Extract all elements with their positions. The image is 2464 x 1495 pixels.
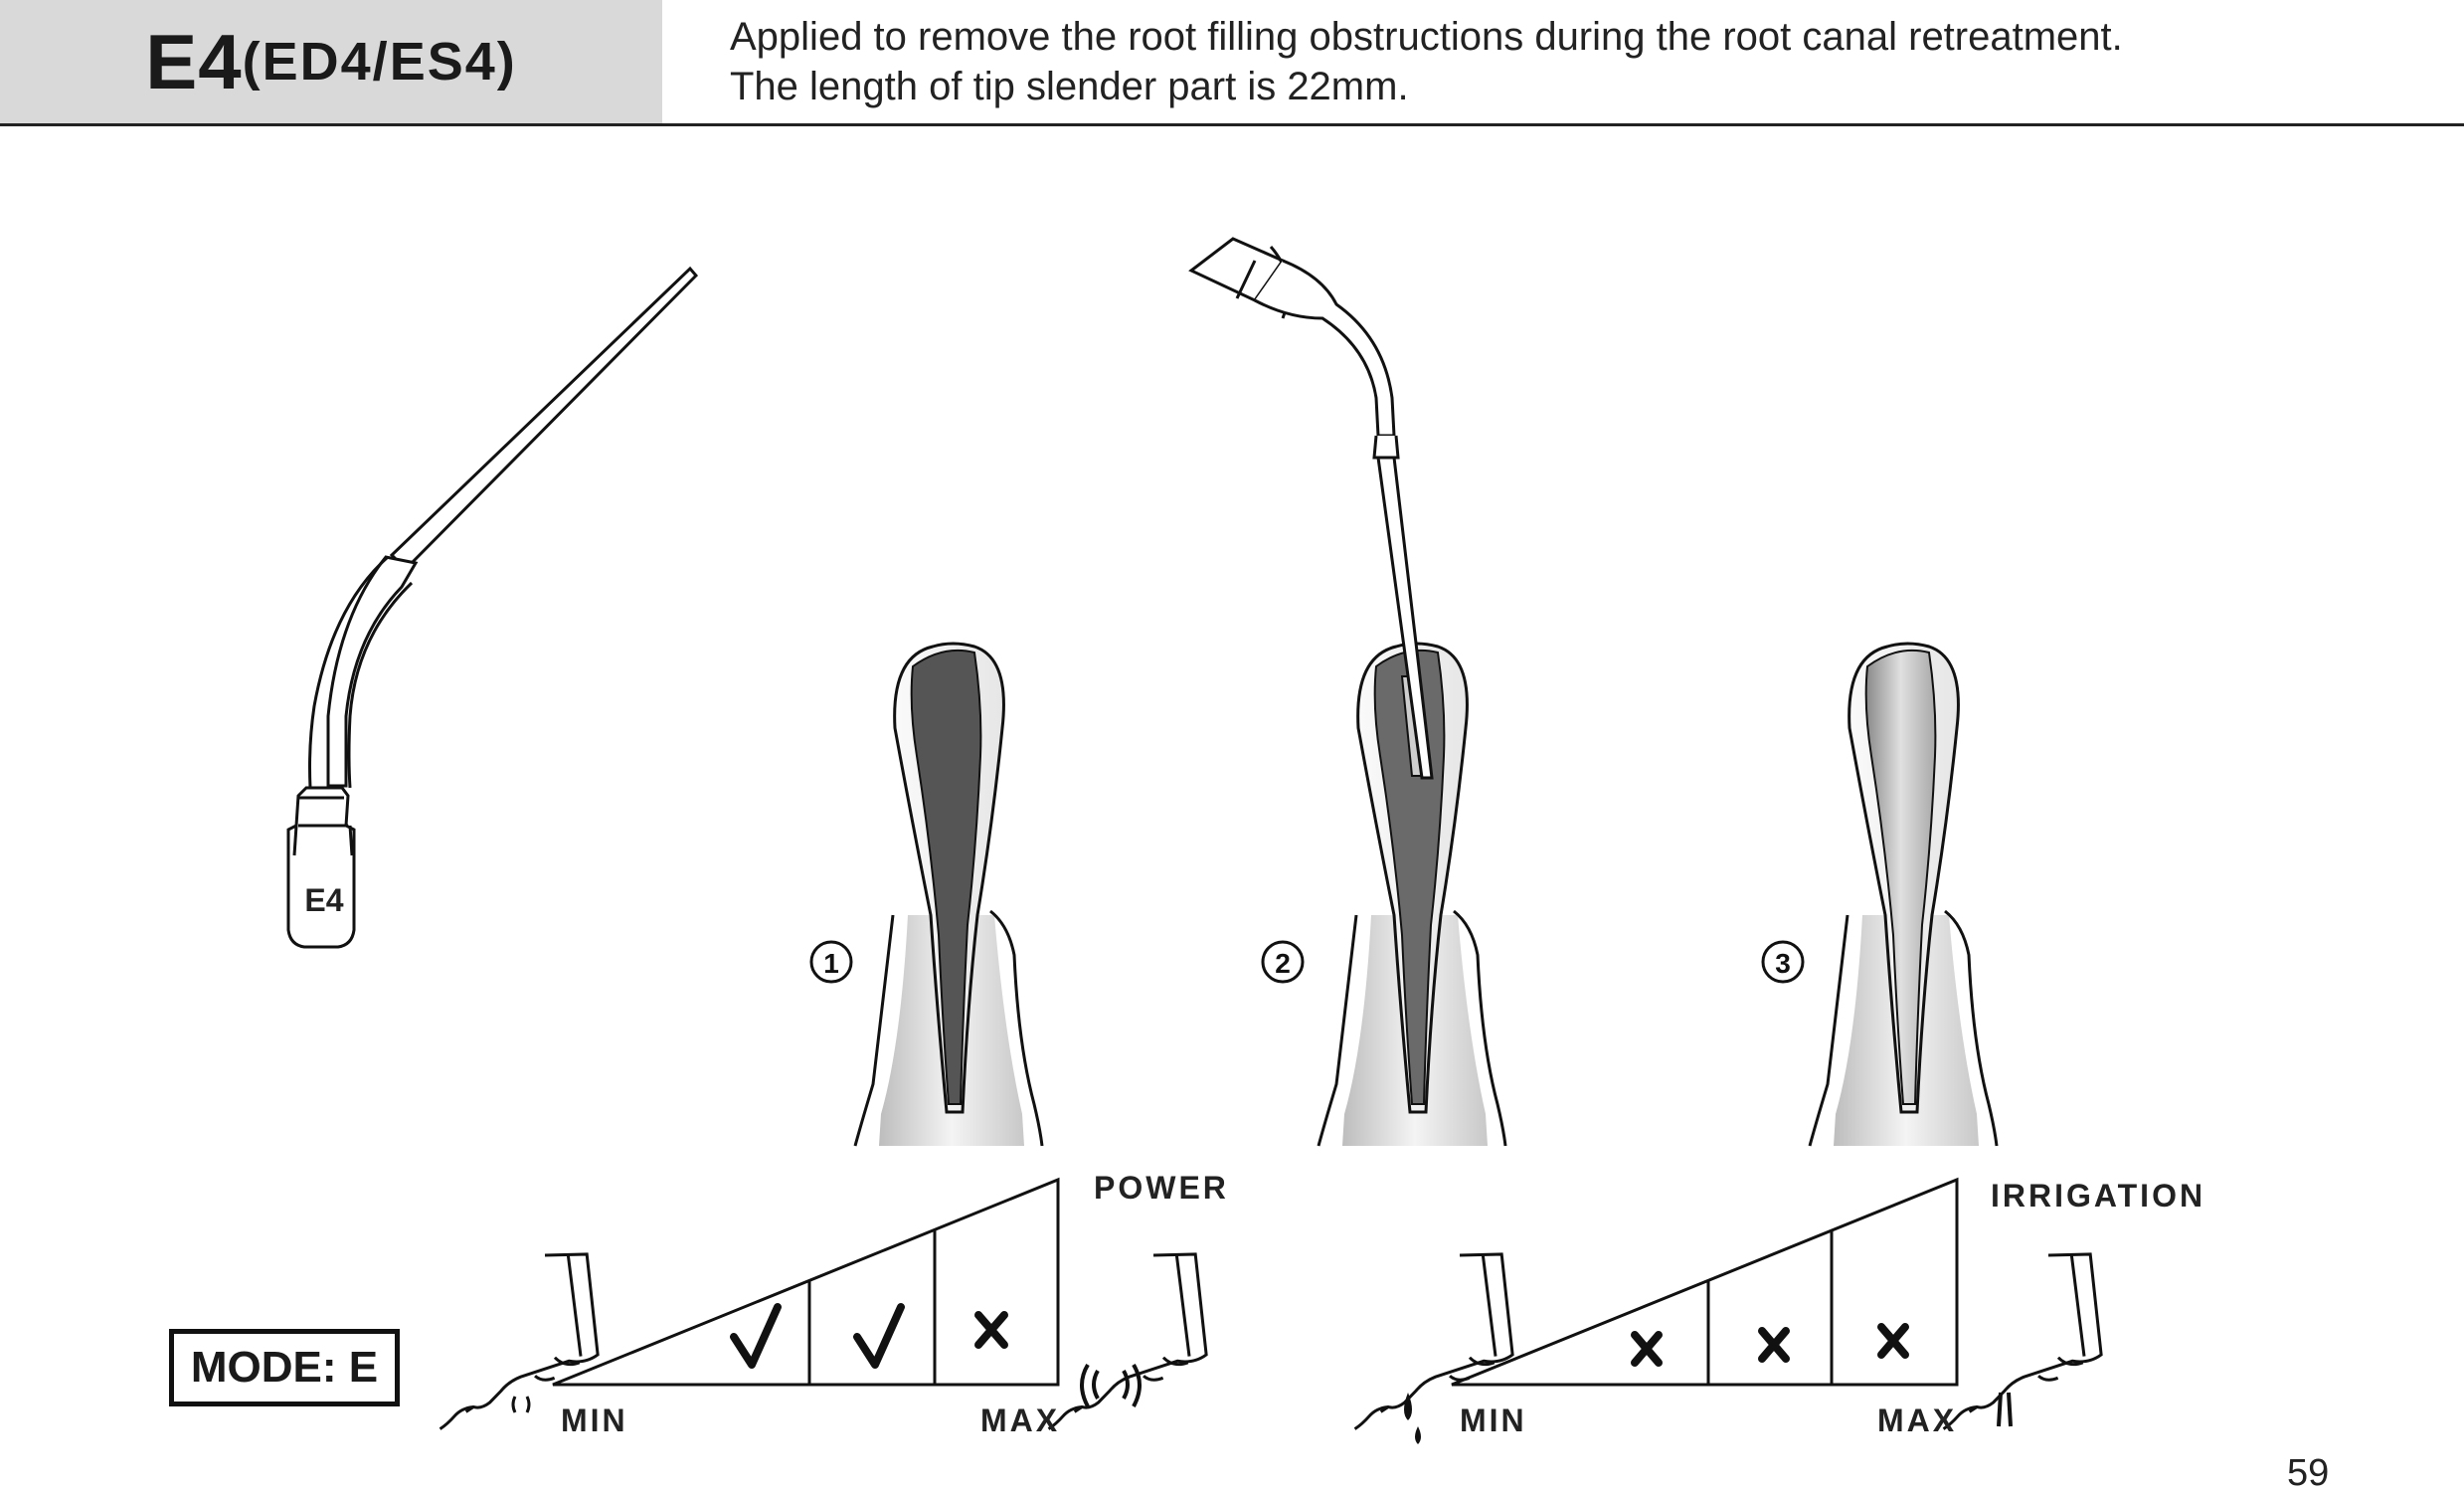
tip-description: Applied to remove the root filling obstr…: [730, 12, 2123, 111]
step-number: 3: [1775, 948, 1791, 979]
irrigation-label: IRRIGATION: [1991, 1178, 2206, 1214]
power-min-label: MIN: [561, 1402, 628, 1438]
description-line: The length of tip slender part is 22mm.: [730, 65, 1409, 108]
e4-tip-illustration: [286, 266, 699, 949]
description-line: Applied to remove the root filling obstr…: [730, 15, 2123, 59]
page-header: E4(ED4/ES4) Applied to remove the root f…: [0, 0, 2464, 126]
irrigation-segment-1-cross-icon: [1631, 1331, 1663, 1367]
power-min-vibration-icon: [511, 1396, 531, 1413]
power-segment-3-cross-icon: [974, 1311, 1008, 1349]
mode-badge: MODE: E: [169, 1329, 400, 1406]
tip-engraving-label: E4: [304, 882, 343, 918]
tooth-step-2: [1317, 642, 1507, 1148]
irrigation-scale: [1451, 1177, 1959, 1387]
irrigation-segment-3-cross-icon: [1877, 1323, 1909, 1359]
power-max-label: MAX: [980, 1402, 1061, 1438]
step-marker-2: 2: [1261, 940, 1305, 984]
power-segment-2-check-icon: [853, 1303, 905, 1369]
step-number: 1: [823, 948, 839, 979]
irrigation-segment-2-cross-icon: [1758, 1327, 1790, 1363]
irrigation-min-label: MIN: [1460, 1402, 1527, 1438]
page-number: 59: [2287, 1452, 2330, 1494]
irrigation-max-label: MAX: [1877, 1402, 1958, 1438]
tip-model-variants: (ED4/ES4): [242, 32, 517, 92]
step-number: 2: [1275, 948, 1291, 979]
handpiece-with-tip: [1188, 237, 1434, 780]
power-scale: [552, 1177, 1060, 1387]
tooth-step-1: [853, 642, 1044, 1148]
step-marker-3: 3: [1761, 940, 1805, 984]
title-box: E4(ED4/ES4): [0, 0, 662, 123]
power-max-handpiece-icon: [1047, 1232, 1249, 1481]
tooth-step-3: [1808, 642, 1999, 1148]
irrigation-max-handpiece-icon: [1942, 1232, 2144, 1481]
power-label: POWER: [1094, 1170, 1229, 1206]
power-min-handpiece-icon: [439, 1232, 640, 1481]
irrigation-min-drop-icon: [1404, 1393, 1421, 1444]
tip-model-title: E4: [145, 17, 243, 105]
power-max-vibration-icon: [1080, 1363, 1142, 1407]
power-segment-1-check-icon: [730, 1303, 782, 1369]
header-divider: [0, 123, 2464, 126]
step-marker-1: 1: [809, 940, 853, 984]
irrigation-max-stream-icon: [1997, 1392, 2013, 1427]
